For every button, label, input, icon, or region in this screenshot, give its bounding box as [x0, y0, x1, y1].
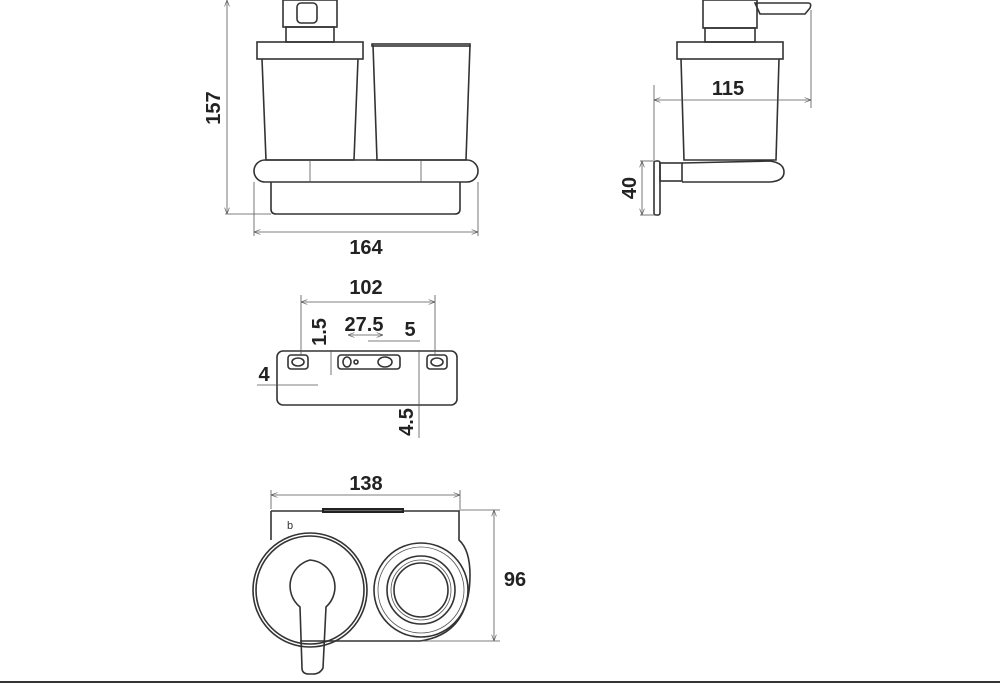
mounting-plate-view: 102 1.5 27.5 5 4 4.5 [257, 277, 458, 438]
bracket-40-label: 40 [619, 177, 641, 199]
top-view: b 138 96 [252, 473, 526, 675]
edge-offset-4-label: 4 [258, 364, 270, 386]
depth-115-label: 115 [712, 78, 744, 100]
slot-offset-1.5-label: 1.5 [309, 318, 331, 346]
logo-mark-icon: b [287, 520, 293, 532]
bottom-offset-4.5-label: 4.5 [396, 408, 418, 436]
height-157-label: 157 [203, 91, 225, 124]
hole-span-102-label: 102 [349, 277, 382, 299]
width-164-label: 164 [349, 237, 383, 259]
depth-96-label: 96 [504, 569, 526, 591]
slot-spacing-27.5-label: 27.5 [345, 314, 384, 336]
width-138-label: 138 [349, 473, 382, 495]
front-view: 157 164 [203, 0, 479, 259]
side-view: 115 40 [619, 0, 812, 216]
slot-width-5-label: 5 [404, 319, 415, 341]
